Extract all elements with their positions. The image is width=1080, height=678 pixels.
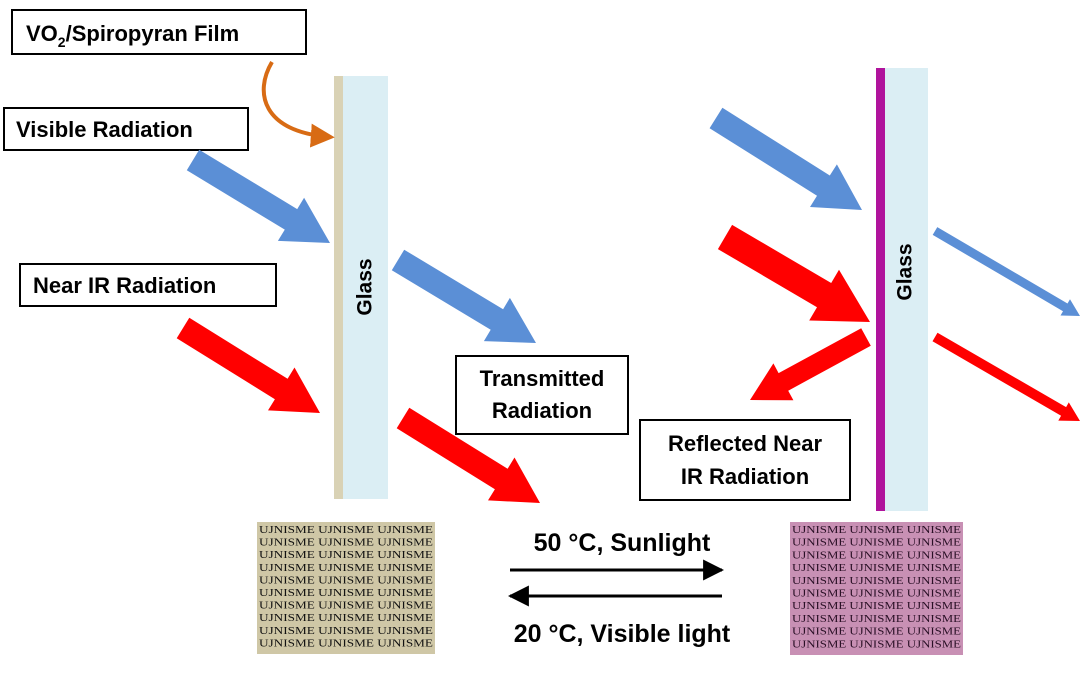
near-ir-label: Near IR Radiation <box>33 273 216 298</box>
sample-left-row: UJNISME UJNISME UJNISME <box>259 550 433 561</box>
transmitted-label-line2: Radiation <box>492 398 592 423</box>
sample-left-row: UJNISME UJNISME UJNISME <box>259 588 433 599</box>
sample-right-row: UJNISME UJNISME UJNISME <box>792 550 961 561</box>
sample-left-row: UJNISME UJNISME UJNISME <box>259 575 433 586</box>
sample-left-row: UJNISME UJNISME UJNISME <box>259 626 433 637</box>
glass-right-label: Glass <box>894 243 917 300</box>
film-pointer-arrow <box>261 60 335 148</box>
sample-right-row: UJNISME UJNISME UJNISME <box>792 563 961 574</box>
transmitted-label-line1: Transmitted <box>480 366 605 391</box>
ir-incident-arrow-right <box>717 224 870 322</box>
glass-left-label: Glass <box>354 258 377 315</box>
sample-right-row: UJNISME UJNISME UJNISME <box>792 576 961 587</box>
film-layer-left <box>334 76 343 499</box>
ir-reflected-arrow <box>750 328 871 401</box>
sample-left-row: UJNISME UJNISME UJNISME <box>259 538 433 549</box>
visible-transmitted-arrow-right <box>932 227 1080 316</box>
sample-right-row: UJNISME UJNISME UJNISME <box>792 614 961 625</box>
process-arrows: 50 °C, Sunlight 20 °C, Visible light <box>507 529 731 648</box>
visible-label-box: Visible Radiation <box>3 107 249 151</box>
visible-incident-arrow-right <box>709 107 862 210</box>
film-label-rest: /Spiropyran Film <box>66 21 240 46</box>
sample-right-row: UJNISME UJNISME UJNISME <box>792 589 961 600</box>
ir-transmitted-arrow-left <box>396 407 540 503</box>
left-pane: Glass <box>334 76 388 499</box>
sample-right-row: UJNISME UJNISME UJNISME <box>792 639 961 650</box>
reflected-label-box: Reflected Near IR Radiation <box>639 419 851 501</box>
sample-left-row: UJNISME UJNISME UJNISME <box>259 613 433 624</box>
near-ir-label-box: Near IR Radiation <box>19 263 277 307</box>
film-layer-right <box>876 68 885 511</box>
radiation-arrows <box>176 107 1080 503</box>
reflected-label-line1: Reflected Near <box>668 431 823 456</box>
film-label-box: VO2/Spiropyran Film <box>11 9 307 55</box>
sample-left-row: UJNISME UJNISME UJNISME <box>259 601 433 612</box>
forward-condition: 50 °C, Sunlight <box>534 529 711 557</box>
sample-left-row: UJNISME UJNISME UJNISME <box>259 525 433 536</box>
glass-left <box>343 76 388 499</box>
sample-right-row: UJNISME UJNISME UJNISME <box>792 627 961 638</box>
film-label-sub: 2 <box>58 34 66 50</box>
sample-right-row: UJNISME UJNISME UJNISME <box>792 538 961 549</box>
film-label-main: VO <box>26 21 58 46</box>
right-pane: Glass <box>876 68 928 511</box>
visible-label: Visible Radiation <box>16 117 193 142</box>
ir-incident-arrow-left <box>176 317 320 413</box>
svg-text:VO2/Spiropyran Film: VO2/Spiropyran Film <box>26 21 239 50</box>
reverse-condition: 20 °C, Visible light <box>514 620 731 648</box>
glass-right <box>884 68 928 511</box>
sample-right-row: UJNISME UJNISME UJNISME <box>792 601 961 612</box>
visible-incident-arrow-left <box>186 149 330 243</box>
sample-right-row: UJNISME UJNISME UJNISME <box>792 525 961 536</box>
ir-transmitted-arrow-right <box>932 332 1080 421</box>
visible-transmitted-arrow-left <box>391 249 536 343</box>
sample-left-row: UJNISME UJNISME UJNISME <box>259 563 433 574</box>
transmitted-label-box: Transmitted Radiation <box>455 355 629 435</box>
reflected-label-line2: IR Radiation <box>681 464 809 489</box>
sample-left-row: UJNISME UJNISME UJNISME <box>259 638 433 649</box>
